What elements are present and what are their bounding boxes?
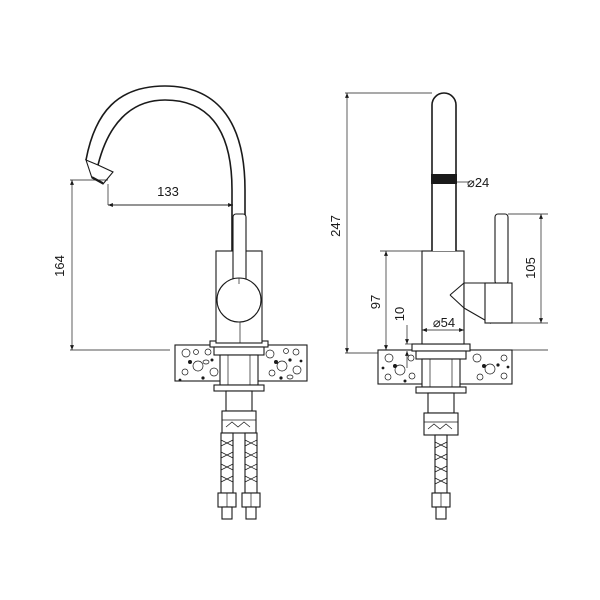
supply-hose-right: [431, 434, 451, 520]
dim-base-height: 10: [392, 307, 407, 321]
dim-total-height: 247: [328, 215, 343, 237]
base-plate-right: [411, 343, 471, 352]
dim-spout-height: 164: [52, 255, 67, 277]
supply-hoses-left: [217, 432, 261, 520]
spout-inner-left: [85, 85, 246, 251]
shank-right: [415, 350, 467, 436]
lever-handle-front: [494, 213, 509, 285]
spout-outer-left: [97, 99, 233, 251]
dim-base-diameter: ⌀54: [433, 315, 455, 330]
dim-body-height: 97: [368, 295, 383, 309]
lever-hub-left: [216, 277, 262, 323]
dim-lever-height: 105: [523, 257, 538, 279]
aerator-front: [431, 174, 457, 184]
dim-spout-reach: 133: [157, 184, 179, 199]
spout-front: [431, 92, 457, 251]
dim-outlet-diameter: ⌀24: [467, 175, 489, 190]
lever-handle-left: [232, 213, 247, 285]
shank-left: [213, 346, 265, 434]
front-view: 247 97 10 ⌀54 ⌀24 105: [328, 92, 548, 520]
side-view: 133 164: [52, 85, 308, 520]
